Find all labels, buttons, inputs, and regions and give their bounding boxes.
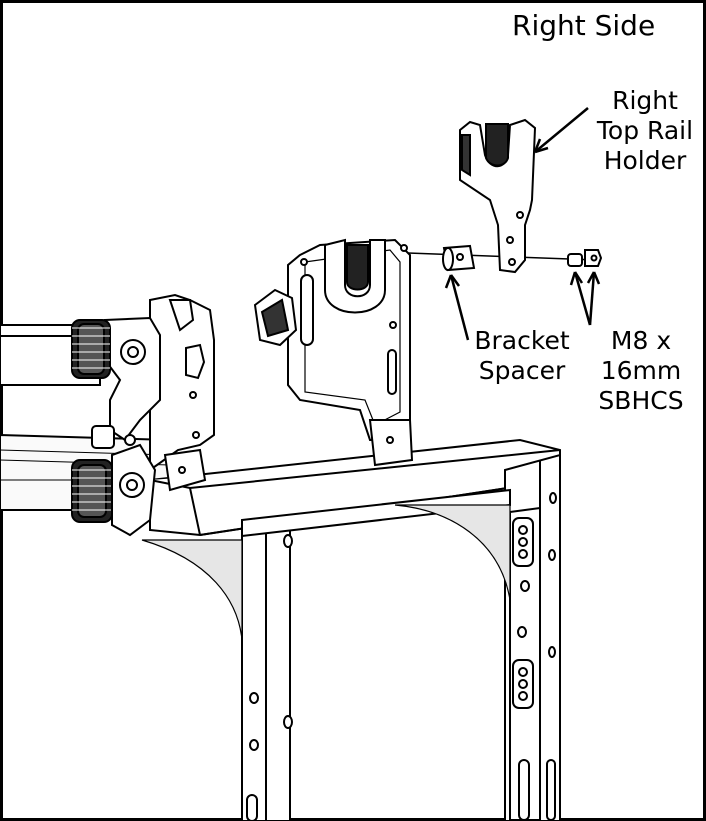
middle-bracket [253,238,414,467]
callout-bracket-spacer: Bracket Spacer [462,326,582,386]
callout-line: Holder [603,146,687,175]
post-holes [249,492,557,751]
callout-line: M8 x [610,326,672,355]
callout-line: SBHCS [598,386,684,415]
callout-m8-screw: M8 x 16mm SBHCS [585,326,697,416]
view-title: Right Side [512,9,656,42]
callout-line: Right [612,86,678,115]
callout-right-top-rail-holder: Right Top Rail Holder [585,86,705,176]
callout-line: Bracket [474,326,570,355]
upper-tension-knob [71,319,111,379]
callout-line: Spacer [478,356,566,385]
right-top-rail-holder [459,118,537,274]
callout-line: 16mm [600,356,682,385]
lower-tension-knob [71,459,113,523]
frame-structure [0,324,561,821]
bracket-spacer [442,244,476,272]
callout-arrows [444,107,601,341]
m8-screw [567,249,603,267]
callout-line: Top Rail [596,116,694,145]
left-bracket-assembly [71,293,215,537]
